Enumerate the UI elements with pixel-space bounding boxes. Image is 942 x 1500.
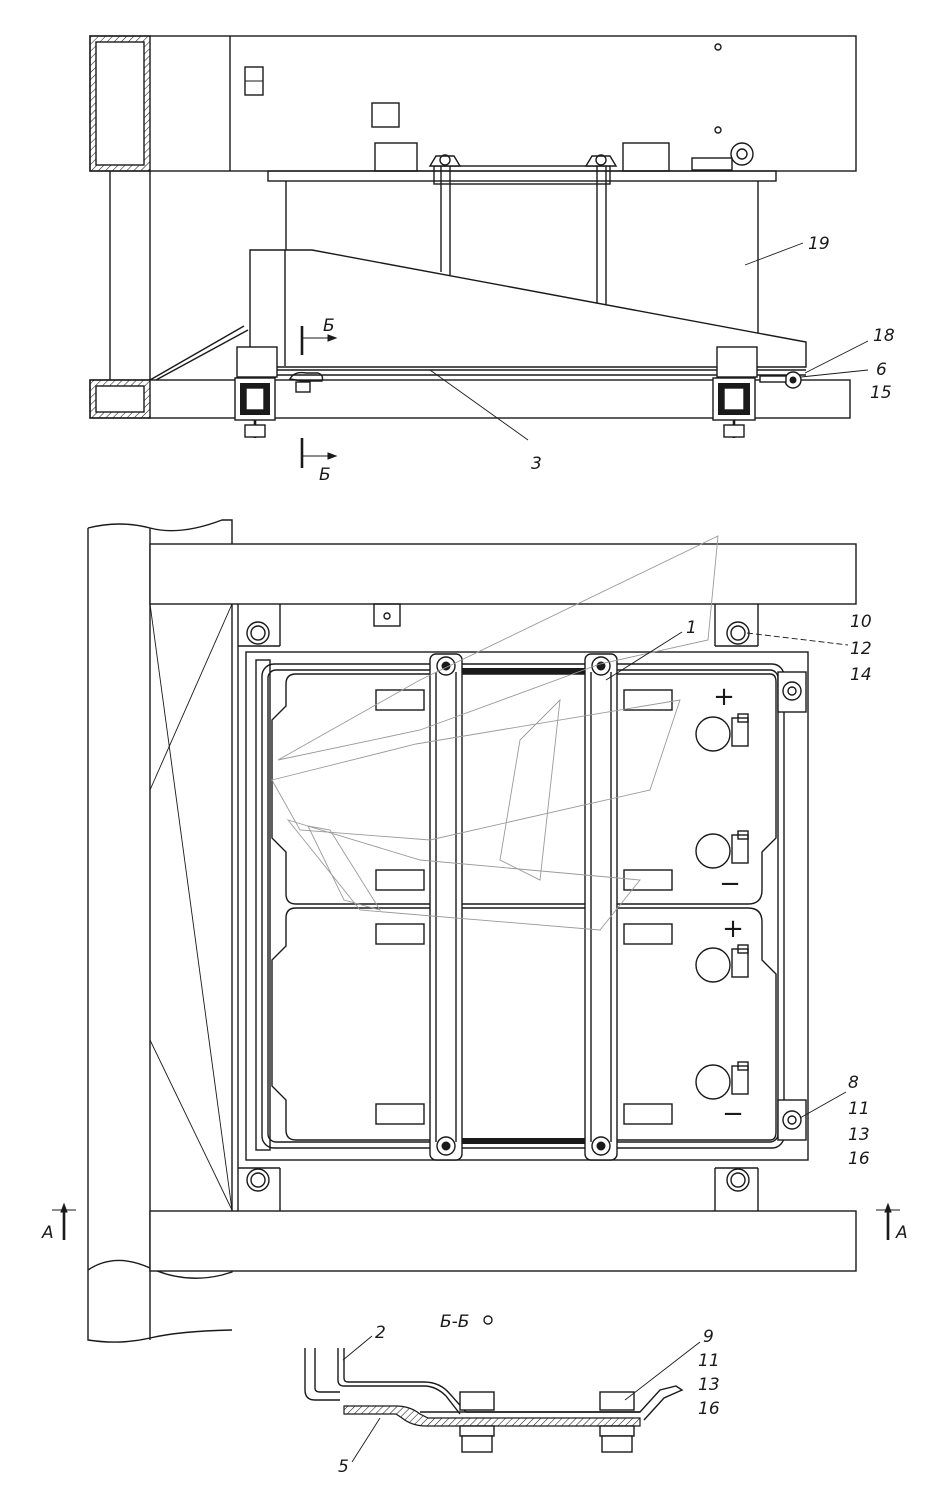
section-mark-b-upper: Б	[323, 316, 335, 336]
callout-6: 6	[876, 360, 887, 380]
base-plate	[343, 1405, 641, 1427]
hold-down-strap-right	[584, 653, 618, 1161]
callout-16: 16	[848, 1149, 870, 1169]
minus-symbol-lower: −	[722, 1099, 744, 1129]
section-mark-a-right: А	[895, 1223, 908, 1243]
callout-11-bb: 11	[698, 1351, 720, 1371]
section-bb-title: Б-Б	[440, 1312, 469, 1332]
section-bb-view: Б-Б 2 9 11 13 16 5	[304, 1312, 720, 1477]
callout-2: 2	[375, 1323, 386, 1343]
callout-1: 1	[686, 618, 697, 638]
callout-5: 5	[338, 1457, 349, 1477]
upper-frame-beam	[89, 35, 857, 172]
bolt-right	[599, 1391, 635, 1453]
hold-down-strap-left	[429, 653, 463, 1161]
battery-tray	[261, 663, 785, 1149]
front-cross-member	[149, 543, 857, 605]
callout-19: 19	[808, 234, 830, 254]
plus-symbol-lower: +	[722, 914, 744, 944]
callout-14: 14	[850, 665, 872, 685]
minus-symbol-upper: −	[719, 869, 741, 899]
callout-10: 10	[850, 612, 872, 632]
plus-symbol-upper: +	[713, 682, 735, 712]
callout-12: 12	[850, 639, 872, 659]
callout-18: 18	[873, 326, 895, 346]
callout-16-bb: 16	[698, 1399, 720, 1419]
callout-3: 3	[531, 454, 542, 474]
callout-9: 9	[703, 1327, 714, 1347]
bolt-left	[459, 1391, 495, 1453]
rear-cross-member	[149, 1210, 857, 1272]
watermark-logo	[271, 535, 719, 931]
plan-view: + − + −	[41, 519, 908, 1343]
callout-15: 15	[870, 383, 892, 403]
battery-upper	[271, 673, 777, 905]
callout-13: 13	[848, 1125, 870, 1145]
callout-8: 8	[848, 1073, 859, 1093]
callout-13-bb: 13	[698, 1375, 720, 1395]
section-mark-b-lower: Б	[319, 465, 331, 485]
elevation-view: 19 18 6 15 3 Б Б	[89, 35, 895, 485]
battery-lower	[271, 907, 777, 1141]
mounting-plate	[267, 170, 777, 182]
section-mark-a-left: А	[41, 1223, 54, 1243]
callout-11: 11	[848, 1099, 870, 1119]
